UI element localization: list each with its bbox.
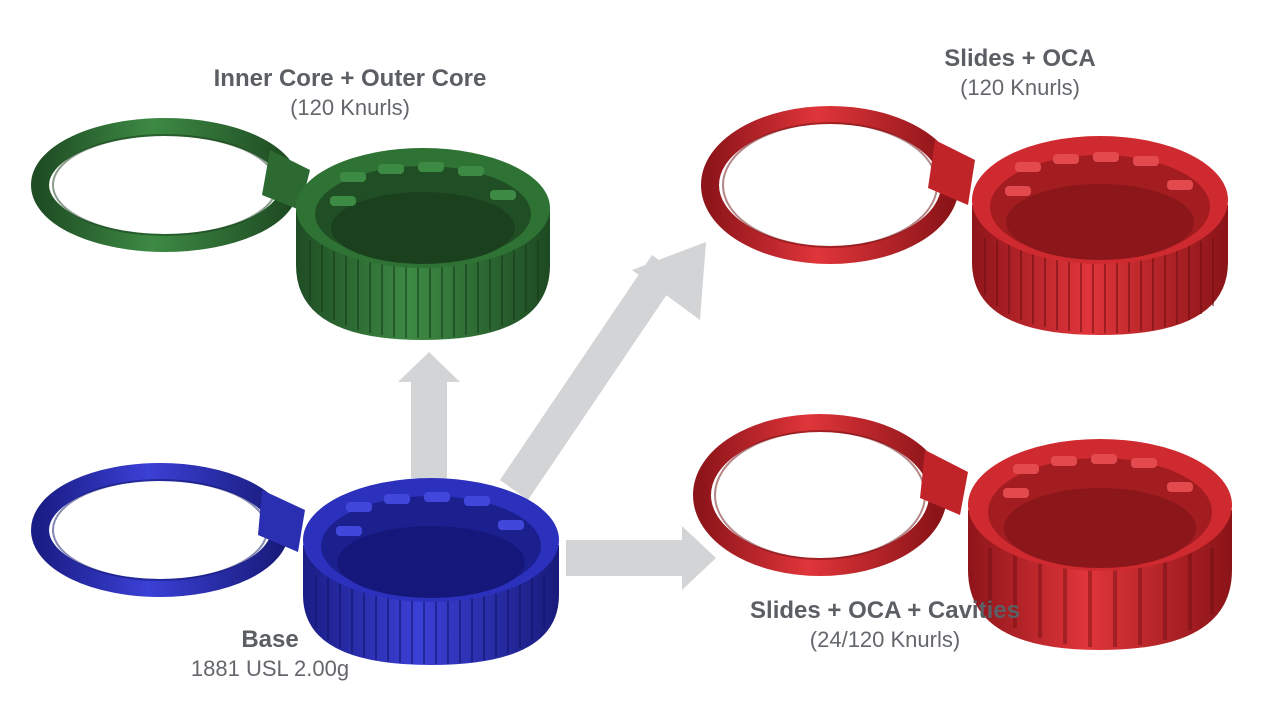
blue-hinge [258,490,305,552]
variant-subtitle: (24/120 Knurls) [809,627,961,652]
variant-subtitle: (120 Knurls) [960,75,1080,100]
arrow-right [566,526,716,590]
red-tamper-ring-bottom [693,414,947,576]
red-cap-closure-bottom [693,414,1232,650]
variant-title: Inner Core + Outer Core [213,65,487,92]
blue-cap-closure [31,463,559,665]
variant-title: Slides + OCA [944,45,1096,72]
variant-subtitle: (120 Knurls) [290,95,410,120]
green-cap-body [296,148,550,340]
variant-subtitle: 1881 USL 2.00g [190,656,350,681]
red-hinge-top [928,140,975,205]
red-cap-body-bottom [968,439,1232,650]
red-cap-closure-top [701,106,1228,335]
label-slides-oca-cavities: Slides + OCA + Cavities (24/120 Knurls) [720,596,1050,654]
variant-title: Base [241,626,299,653]
arrow-up [398,352,460,478]
green-cap-closure [31,118,550,340]
red-hinge-bottom [920,450,968,515]
blue-tamper-ring [31,463,289,597]
red-tamper-ring-top [701,106,959,264]
label-base: Base 1881 USL 2.00g [150,625,390,683]
label-inner-outer-core: Inner Core + Outer Core (120 Knurls) [200,64,500,122]
blue-cap-body [303,478,559,665]
label-slides-oca: Slides + OCA (120 Knurls) [900,44,1140,102]
green-tamper-ring [31,118,299,252]
arrow-diagonal [500,242,706,500]
variant-title: Slides + OCA + Cavities [750,597,1020,624]
green-hinge [262,150,310,210]
red-cap-body-top [972,136,1228,335]
